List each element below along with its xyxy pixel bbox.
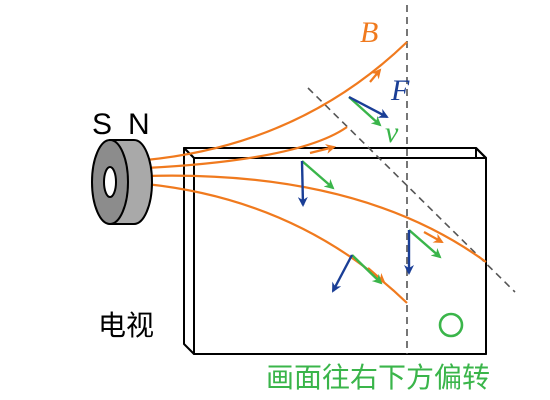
tv-label: 电视 <box>98 309 155 342</box>
tv-side-face <box>183 147 195 355</box>
velocity-arrow-3 <box>408 229 442 259</box>
force-arrows <box>297 95 414 293</box>
magnet-north-label: N <box>128 108 150 141</box>
magnet-south-label: S <box>92 108 113 141</box>
velocity-symbol-label: v <box>385 116 399 149</box>
velocity-arrow-1 <box>348 96 382 127</box>
ring-magnet-icon <box>91 139 153 225</box>
field-lines <box>145 41 487 304</box>
velocity-arrow-2 <box>301 160 335 190</box>
field-line-2-arrow <box>309 144 336 155</box>
velocity-arrows <box>301 96 442 285</box>
field-line-1 <box>145 41 408 162</box>
field-line-3 <box>145 174 487 263</box>
force-arrow-4 <box>331 254 354 293</box>
tv-top-face <box>183 147 487 159</box>
force-symbol-label: F <box>391 74 410 107</box>
velocity-arrow-4 <box>351 254 383 285</box>
field-symbol-label: B <box>360 16 379 49</box>
tv-screen <box>193 157 487 355</box>
field-line-2 <box>145 126 348 170</box>
force-arrow-1 <box>348 95 389 119</box>
force-arrow-2 <box>297 160 308 207</box>
deflection-caption: 画面往右下方偏转 <box>266 361 491 394</box>
magnet-hole <box>103 166 117 198</box>
field-line-1-arrow <box>369 68 382 83</box>
field-line-3-arrow <box>423 231 444 243</box>
screen-spot-icon <box>438 312 464 338</box>
